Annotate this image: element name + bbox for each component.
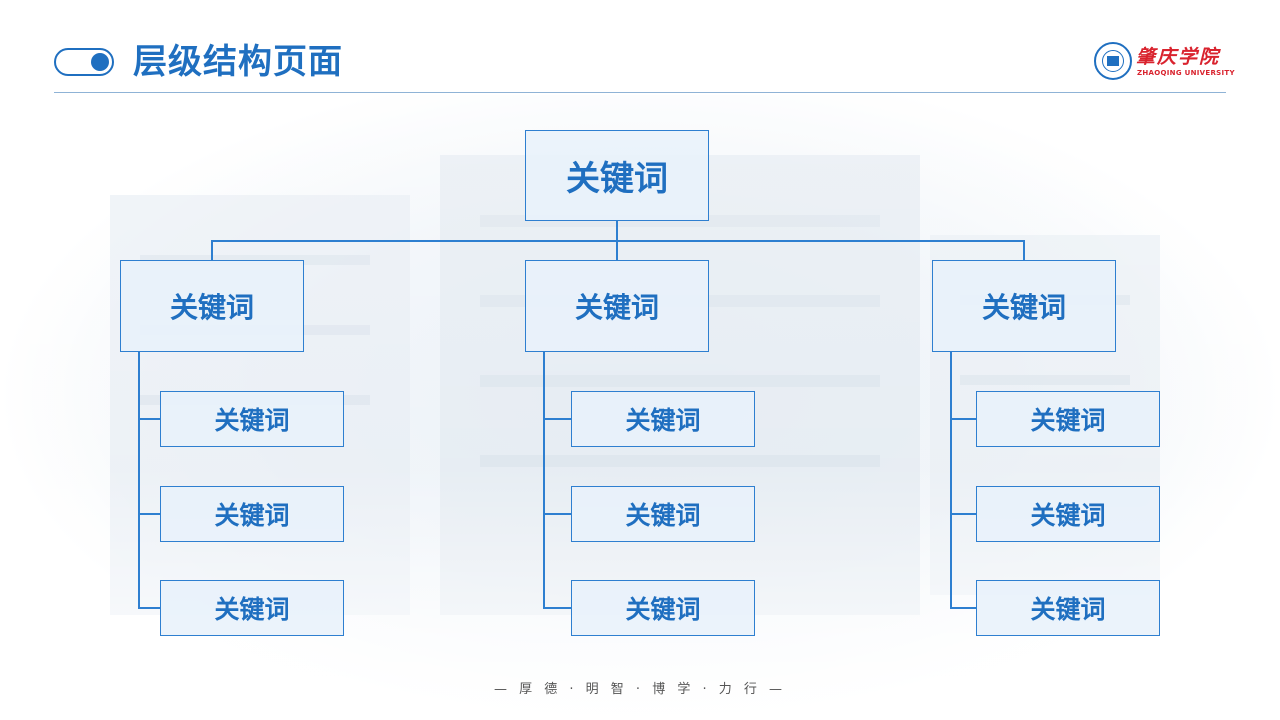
leaf-node: 关键词 <box>571 486 755 542</box>
connector-line <box>950 513 976 515</box>
leaf-node: 关键词 <box>160 580 344 636</box>
leaf-node: 关键词 <box>160 391 344 447</box>
connector-line <box>138 352 140 609</box>
connector-line <box>543 352 545 609</box>
leaf-node: 关键词 <box>160 486 344 542</box>
connector-line <box>138 607 160 609</box>
page-title: 层级结构页面 <box>133 42 343 82</box>
toggle-icon <box>54 48 114 76</box>
footer-motto: — 厚 德 · 明 智 · 博 学 · 力 行 — <box>494 682 786 697</box>
connector-line <box>950 607 976 609</box>
connector-line <box>138 513 160 515</box>
connector-line <box>211 240 1025 242</box>
connector-line <box>211 240 213 260</box>
leaf-node: 关键词 <box>571 391 755 447</box>
header-divider <box>54 92 1226 93</box>
connector-line <box>543 607 571 609</box>
leaf-node: 关键词 <box>571 580 755 636</box>
connector-line <box>616 221 618 241</box>
logo-name-cn: 肇庆学院 <box>1136 46 1221 68</box>
logo-name-en: ZHAOQING UNIVERSITY <box>1137 69 1235 77</box>
university-seal-icon <box>1094 42 1132 80</box>
leaf-node: 关键词 <box>976 580 1160 636</box>
connector-line <box>950 352 952 609</box>
branch-node-1: 关键词 <box>120 260 304 352</box>
connector-line <box>138 418 160 420</box>
root-node: 关键词 <box>525 130 709 221</box>
leaf-node: 关键词 <box>976 486 1160 542</box>
branch-node-2: 关键词 <box>525 260 709 352</box>
connector-line <box>543 513 571 515</box>
branch-node-3: 关键词 <box>932 260 1116 352</box>
connector-line <box>950 418 976 420</box>
university-logo: 肇庆学院 ZHAOQING UNIVERSITY <box>1094 42 1235 82</box>
connector-line <box>543 418 571 420</box>
leaf-node: 关键词 <box>976 391 1160 447</box>
connector-line <box>1023 240 1025 260</box>
connector-line <box>616 240 618 260</box>
